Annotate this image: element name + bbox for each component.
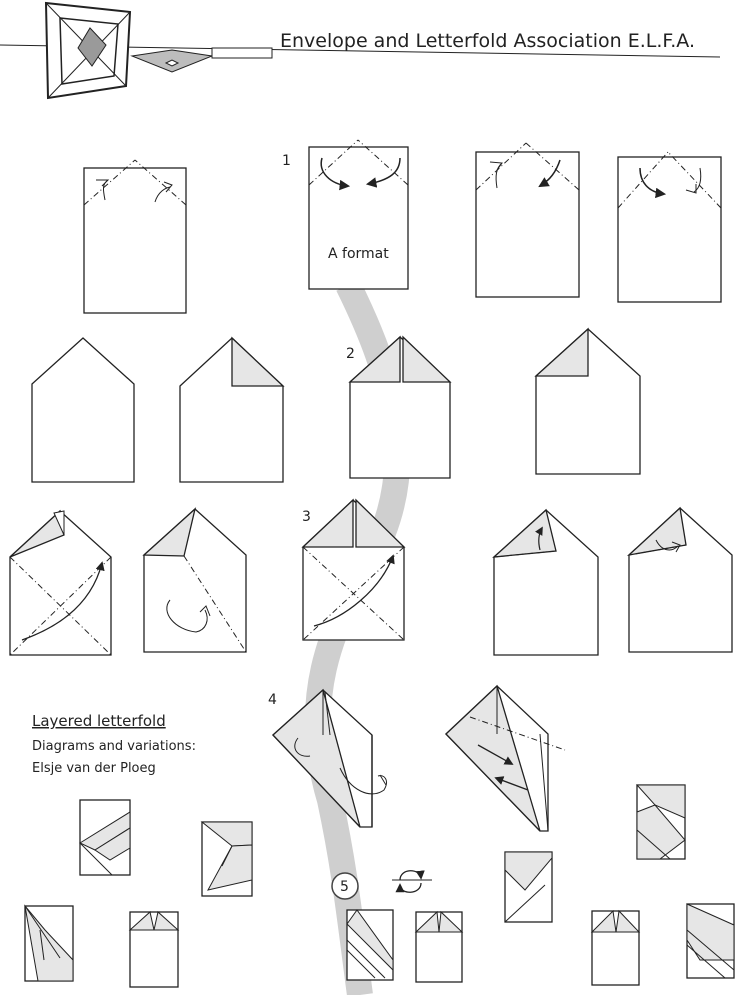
variation-8 bbox=[686, 903, 735, 979]
step-number-3: 3 bbox=[302, 509, 311, 525]
step-number-5: 5 bbox=[340, 879, 349, 895]
diagram-row3-e bbox=[626, 506, 733, 653]
step-number-4: 4 bbox=[268, 692, 277, 708]
step5-b bbox=[414, 910, 464, 983]
variation-3 bbox=[24, 904, 74, 982]
diagram-row2-d bbox=[534, 327, 641, 475]
variation-4 bbox=[128, 911, 180, 988]
diagram-row3-a bbox=[9, 509, 112, 656]
variation-5 bbox=[504, 851, 553, 923]
a-format-label: A format bbox=[328, 246, 389, 262]
diagram-row2-c bbox=[348, 335, 452, 479]
diagram-row3-c bbox=[301, 498, 406, 641]
diagram-row1-d bbox=[617, 151, 722, 303]
elfa-logo bbox=[0, 1, 721, 100]
step-number-1: 1 bbox=[282, 153, 291, 169]
diagram-row3-d bbox=[492, 508, 599, 656]
header-title: Envelope and Letterfold Association E.L.… bbox=[280, 30, 695, 52]
diagram-row1-a bbox=[83, 159, 187, 314]
variation-6 bbox=[635, 784, 686, 860]
diagram-row4-b bbox=[445, 684, 566, 832]
credits-line1: Diagrams and variations: bbox=[32, 739, 196, 754]
diagram-row3-b bbox=[142, 507, 247, 653]
diagram-row1-b bbox=[308, 139, 409, 290]
diagram-row2-b bbox=[179, 336, 285, 483]
step-number-2: 2 bbox=[346, 346, 355, 362]
diagram-row1-c bbox=[475, 142, 580, 298]
diagram-row2-a bbox=[31, 337, 135, 483]
credits-title: Layered letterfold bbox=[32, 712, 166, 730]
variation-2 bbox=[200, 821, 253, 897]
diagram-row4-a bbox=[272, 688, 387, 828]
credits-line2: Elsje van der Ploeg bbox=[32, 761, 156, 776]
variation-7 bbox=[590, 909, 641, 986]
step-5-circle bbox=[331, 872, 359, 900]
step5-a bbox=[346, 909, 394, 981]
turn-over-icon bbox=[392, 870, 432, 893]
variation-1 bbox=[78, 799, 131, 876]
